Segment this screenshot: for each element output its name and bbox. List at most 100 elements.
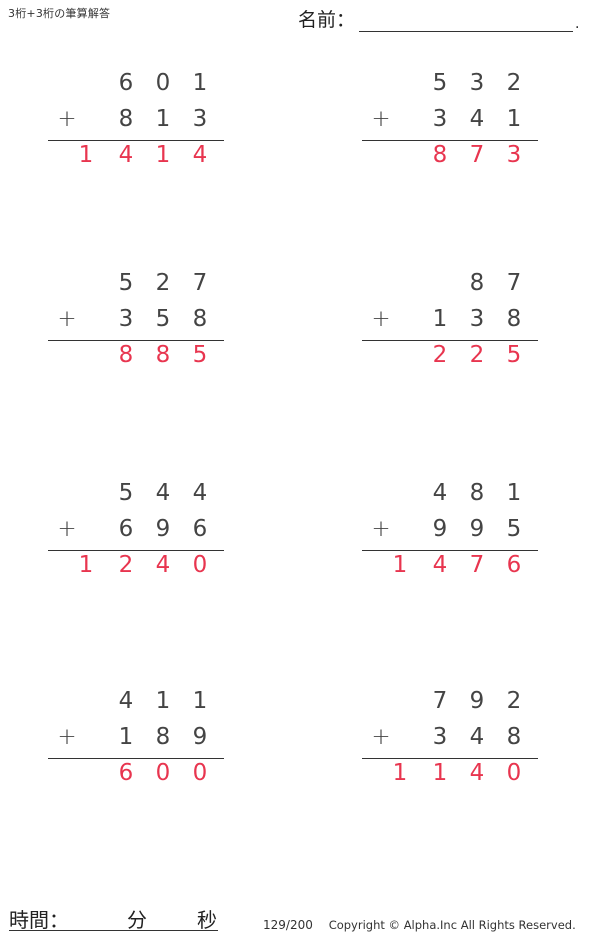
answer-digit: 6 xyxy=(506,552,522,578)
plus-sign: + xyxy=(57,306,77,332)
seconds-label: 秒 xyxy=(197,908,217,932)
plus-sign: + xyxy=(371,306,391,332)
digit: 4 xyxy=(469,106,485,132)
minutes-label: 分 xyxy=(127,908,147,932)
digit: 8 xyxy=(506,724,522,750)
digit: 8 xyxy=(118,106,134,132)
time-field[interactable]: 時間： 分 秒 xyxy=(9,904,218,932)
sum-rule-line xyxy=(362,758,538,759)
digit: 1 xyxy=(118,724,134,750)
sum-rule-line xyxy=(48,758,224,759)
answer-digit: 7 xyxy=(469,552,485,578)
digit: 3 xyxy=(192,106,208,132)
answer-digit: 1 xyxy=(78,142,94,168)
digit: 2 xyxy=(155,270,171,296)
answer-digit: 0 xyxy=(506,760,522,786)
digit: 4 xyxy=(432,480,448,506)
answer-digit: 4 xyxy=(155,552,171,578)
answer-digit: 5 xyxy=(192,342,208,368)
answer-digit: 0 xyxy=(192,552,208,578)
answer-digit: 1 xyxy=(392,760,408,786)
digit: 5 xyxy=(118,270,134,296)
answer-digit: 4 xyxy=(469,760,485,786)
answer-digit: 2 xyxy=(469,342,485,368)
digit: 6 xyxy=(118,516,134,542)
digit: 7 xyxy=(506,270,522,296)
digit: 3 xyxy=(432,106,448,132)
digit: 4 xyxy=(155,480,171,506)
answer-digit: 8 xyxy=(432,142,448,168)
digit: 9 xyxy=(155,516,171,542)
digit: 1 xyxy=(192,70,208,96)
footer-info: 129/200 Copyright © Alpha.Inc All Rights… xyxy=(263,918,576,932)
digit: 1 xyxy=(432,306,448,332)
digit: 2 xyxy=(506,70,522,96)
answer-digit: 8 xyxy=(118,342,134,368)
plus-sign: + xyxy=(57,106,77,132)
sum-rule-line xyxy=(48,140,224,141)
worksheet-title: 3桁+3桁の筆算解答 xyxy=(8,7,111,20)
answer-digit: 6 xyxy=(118,760,134,786)
digit: 8 xyxy=(506,306,522,332)
digit: 7 xyxy=(192,270,208,296)
digit: 4 xyxy=(192,480,208,506)
answer-digit: 4 xyxy=(118,142,134,168)
name-terminator: . xyxy=(575,16,580,32)
digit: 7 xyxy=(432,688,448,714)
answer-digit: 4 xyxy=(432,552,448,578)
sum-rule-line xyxy=(362,140,538,141)
name-input-line[interactable] xyxy=(359,13,574,32)
digit: 8 xyxy=(469,480,485,506)
answer-digit: 0 xyxy=(192,760,208,786)
answer-digit: 7 xyxy=(469,142,485,168)
answer-digit: 1 xyxy=(78,552,94,578)
plus-sign: + xyxy=(371,724,391,750)
plus-sign: + xyxy=(371,516,391,542)
page-number: 129/200 xyxy=(263,918,313,932)
digit: 8 xyxy=(192,306,208,332)
answer-digit: 1 xyxy=(432,760,448,786)
digit: 1 xyxy=(155,688,171,714)
digit: 8 xyxy=(155,724,171,750)
digit: 2 xyxy=(506,688,522,714)
answer-digit: 3 xyxy=(506,142,522,168)
digit: 9 xyxy=(469,688,485,714)
digit: 1 xyxy=(506,106,522,132)
digit: 5 xyxy=(155,306,171,332)
digit: 3 xyxy=(118,306,134,332)
answer-digit: 4 xyxy=(192,142,208,168)
digit: 3 xyxy=(469,70,485,96)
digit: 3 xyxy=(432,724,448,750)
digit: 4 xyxy=(118,688,134,714)
answer-digit: 8 xyxy=(155,342,171,368)
digit: 9 xyxy=(432,516,448,542)
digit: 1 xyxy=(506,480,522,506)
sum-rule-line xyxy=(362,340,538,341)
sum-rule-line xyxy=(48,340,224,341)
